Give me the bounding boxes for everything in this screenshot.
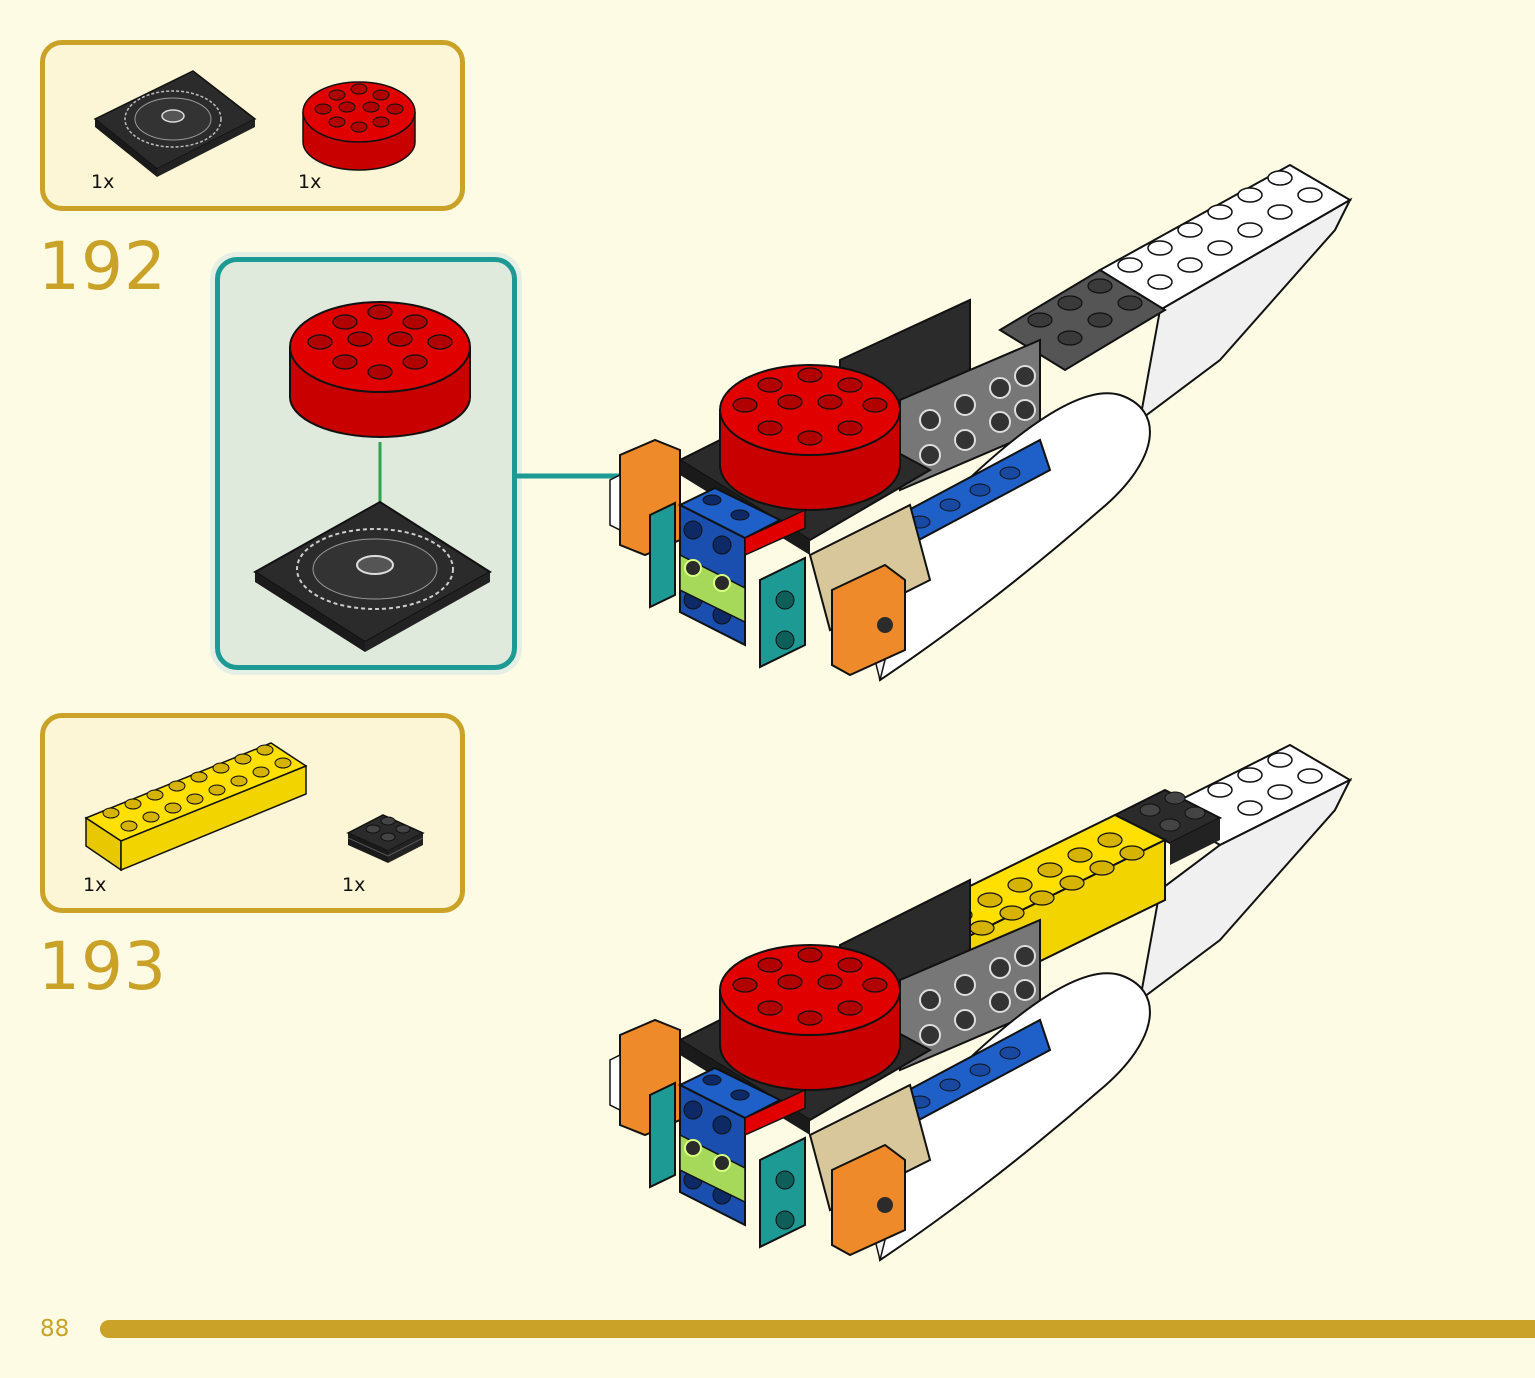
sub-assembly-callout (215, 257, 517, 670)
part-qty-round-brick: 1x (298, 171, 322, 193)
part-qty-yellow-brick: 1x (83, 874, 107, 896)
step-number-193: 193 (38, 928, 167, 1005)
part-qty-plate-stack: 1x (342, 874, 366, 896)
step-193-model-illustration (609, 743, 1353, 1262)
page-footer-bar (100, 1320, 1535, 1338)
step-number-192: 192 (38, 228, 167, 305)
part-red-round-brick (302, 81, 416, 171)
parts-list-step-193: 1x 1x (40, 713, 465, 913)
parts-list-step-192: 1x 1x (40, 40, 465, 211)
callout-assembly-illustration (253, 301, 492, 652)
part-yellow-brick-2x8 (84, 742, 308, 872)
part-black-turntable-plate (93, 70, 257, 177)
part-qty-turntable: 1x (91, 171, 115, 193)
step-192-model-illustration (609, 163, 1353, 682)
page-number: 88 (40, 1316, 70, 1342)
part-black-plate-stack-2x2 (346, 814, 425, 863)
